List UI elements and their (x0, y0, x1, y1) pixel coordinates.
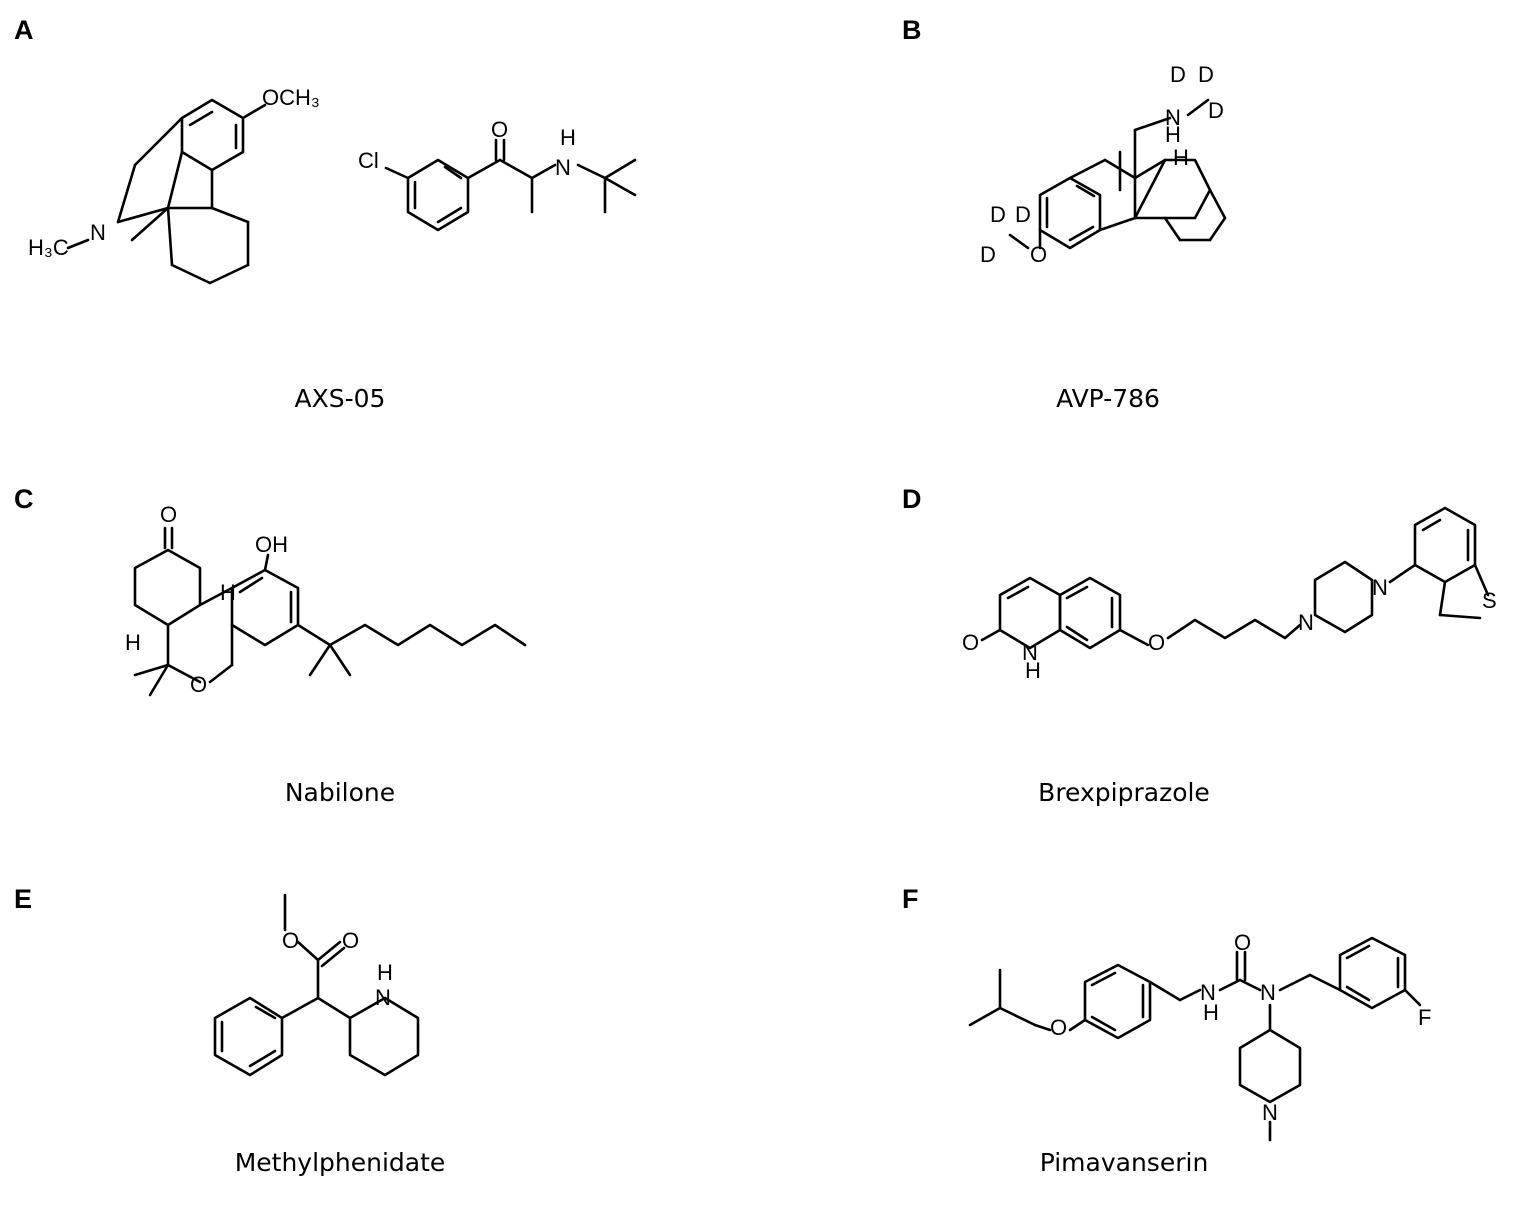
atom-n: N (1165, 105, 1181, 130)
atom-h: H (1203, 1000, 1219, 1025)
structure-methylphenidate: O O N H (213, 893, 420, 1077)
atom-o: O (160, 502, 177, 527)
atom-d6: D (980, 242, 996, 267)
structure-pimavanserin: O N H O N F N (968, 930, 1431, 1142)
caption-brexpiprazole: Brexpiprazole (1038, 778, 1210, 807)
atom-oh: OH (255, 532, 288, 557)
atom-cl: Cl (358, 148, 379, 173)
atom-o2: O (190, 672, 207, 697)
atom-o2: O (1234, 930, 1251, 955)
atom-d5: D (1015, 202, 1031, 227)
atom-h: H (377, 960, 393, 985)
atom-d4: D (990, 202, 1006, 227)
atom-d1: D (1170, 62, 1186, 87)
atom-n: N (90, 220, 106, 245)
structure-nabilone: O H OH O H (125, 502, 527, 697)
panel-label-b: B (902, 15, 922, 45)
caption-methylphenidate: Methylphenidate (234, 1148, 446, 1177)
atom-n3: N (1372, 575, 1388, 600)
atom-o2: O (1148, 630, 1165, 655)
panel-label-d: D (902, 484, 922, 514)
caption-pimavanserin: Pimavanserin (1039, 1148, 1209, 1177)
atom-o: O (491, 117, 508, 142)
atom-o: O (1050, 1015, 1067, 1040)
atom-n2: N (1260, 980, 1276, 1005)
structure-brexpiprazole: O N H O N N S (962, 506, 1497, 683)
atom-h2: H (125, 630, 141, 655)
panel-label-c: C (14, 484, 34, 514)
atom-n2: N (1298, 610, 1314, 635)
atom-n: N (375, 985, 391, 1010)
atom-o1: O (282, 928, 299, 953)
atom-d3: D (1208, 98, 1224, 123)
atom-h1: H (220, 580, 236, 605)
panel-label-e: E (14, 884, 33, 914)
caption-axs-05: AXS-05 (294, 384, 386, 413)
atom-d2: D (1198, 62, 1214, 87)
atom-nh-h: H (560, 125, 576, 150)
atom-n: N (1022, 640, 1038, 665)
atom-h1: H (1165, 122, 1181, 147)
atom-nh-n: N (555, 155, 571, 180)
panel-label-a: A (14, 15, 34, 45)
atom-o: O (1030, 242, 1047, 267)
caption-nabilone: Nabilone (284, 778, 396, 807)
panel-label-f: F (902, 884, 919, 914)
atom-n3: N (1262, 1100, 1278, 1125)
caption-avp-786: AVP-786 (1056, 384, 1160, 413)
atom-s: S (1482, 588, 1497, 613)
structure-avp-786: N H H D D D O D D D (980, 62, 1227, 267)
atom-o: O (962, 630, 979, 655)
atom-h2: H (1173, 145, 1189, 170)
atom-f: F (1418, 1005, 1431, 1030)
atom-n1: N (1200, 980, 1216, 1005)
atom-h3c: H₃C (28, 235, 69, 260)
atom-h: H (1025, 658, 1041, 683)
atom-och3: OCH₃ (262, 85, 320, 110)
atom-o2: O (342, 928, 359, 953)
structure-axs-05: OCH₃ N H₃C Cl O N H (28, 85, 637, 285)
